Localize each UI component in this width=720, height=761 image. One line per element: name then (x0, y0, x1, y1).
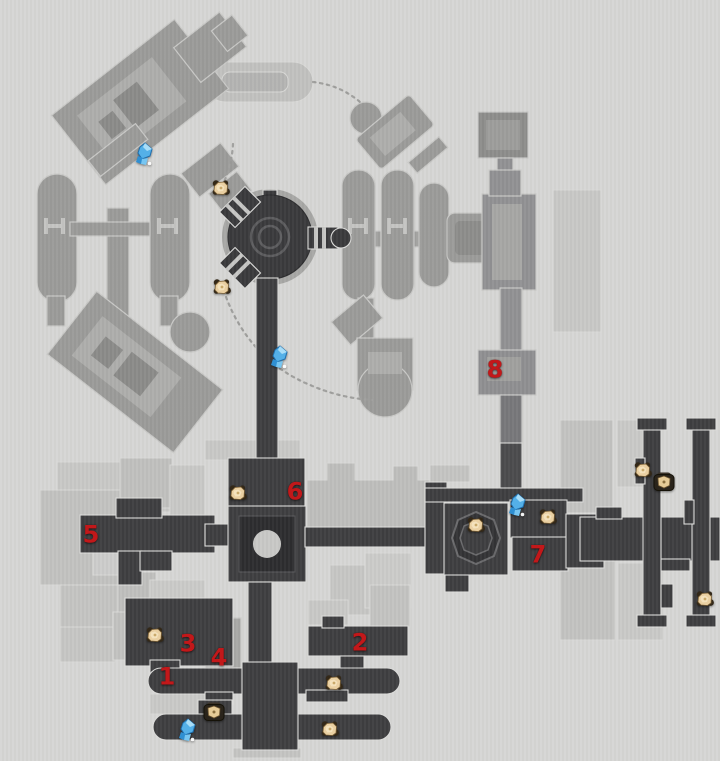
treasure-chest-icon[interactable] (538, 508, 558, 530)
dotted-path (220, 80, 374, 402)
teleport-anchor-icon[interactable] (134, 142, 156, 172)
teleport-anchor-icon[interactable] (177, 718, 199, 748)
map-number-7: 7 (529, 540, 547, 569)
treasure-chest-icon[interactable] (695, 590, 715, 612)
treasure-chest-icon[interactable] (211, 179, 231, 201)
explored-areas (79, 185, 720, 751)
treasure-chest-icon[interactable] (228, 484, 248, 506)
map-number-1: 1 (158, 662, 176, 691)
unexplored-areas (36, 11, 537, 669)
treasure-chest-icon[interactable] (466, 516, 486, 538)
treasure-chest-icon[interactable] (212, 278, 232, 300)
map-number-6: 6 (286, 477, 304, 506)
map-number-5: 5 (82, 520, 100, 549)
teleport-anchor-icon[interactable] (507, 493, 529, 523)
treasure-chest-icon[interactable] (320, 720, 340, 742)
treasure-chest-dark-icon[interactable] (203, 702, 225, 726)
treasure-chest-dark-icon[interactable] (653, 472, 675, 496)
map-number-3: 3 (179, 629, 197, 658)
map-number-4: 4 (210, 643, 228, 672)
treasure-chest-icon[interactable] (145, 626, 165, 648)
map-number-2: 2 (351, 628, 369, 657)
teleport-anchor-icon[interactable] (269, 345, 291, 375)
treasure-chest-icon[interactable] (324, 674, 344, 696)
treasure-chest-icon[interactable] (633, 461, 653, 483)
map-number-8: 8 (486, 355, 504, 384)
